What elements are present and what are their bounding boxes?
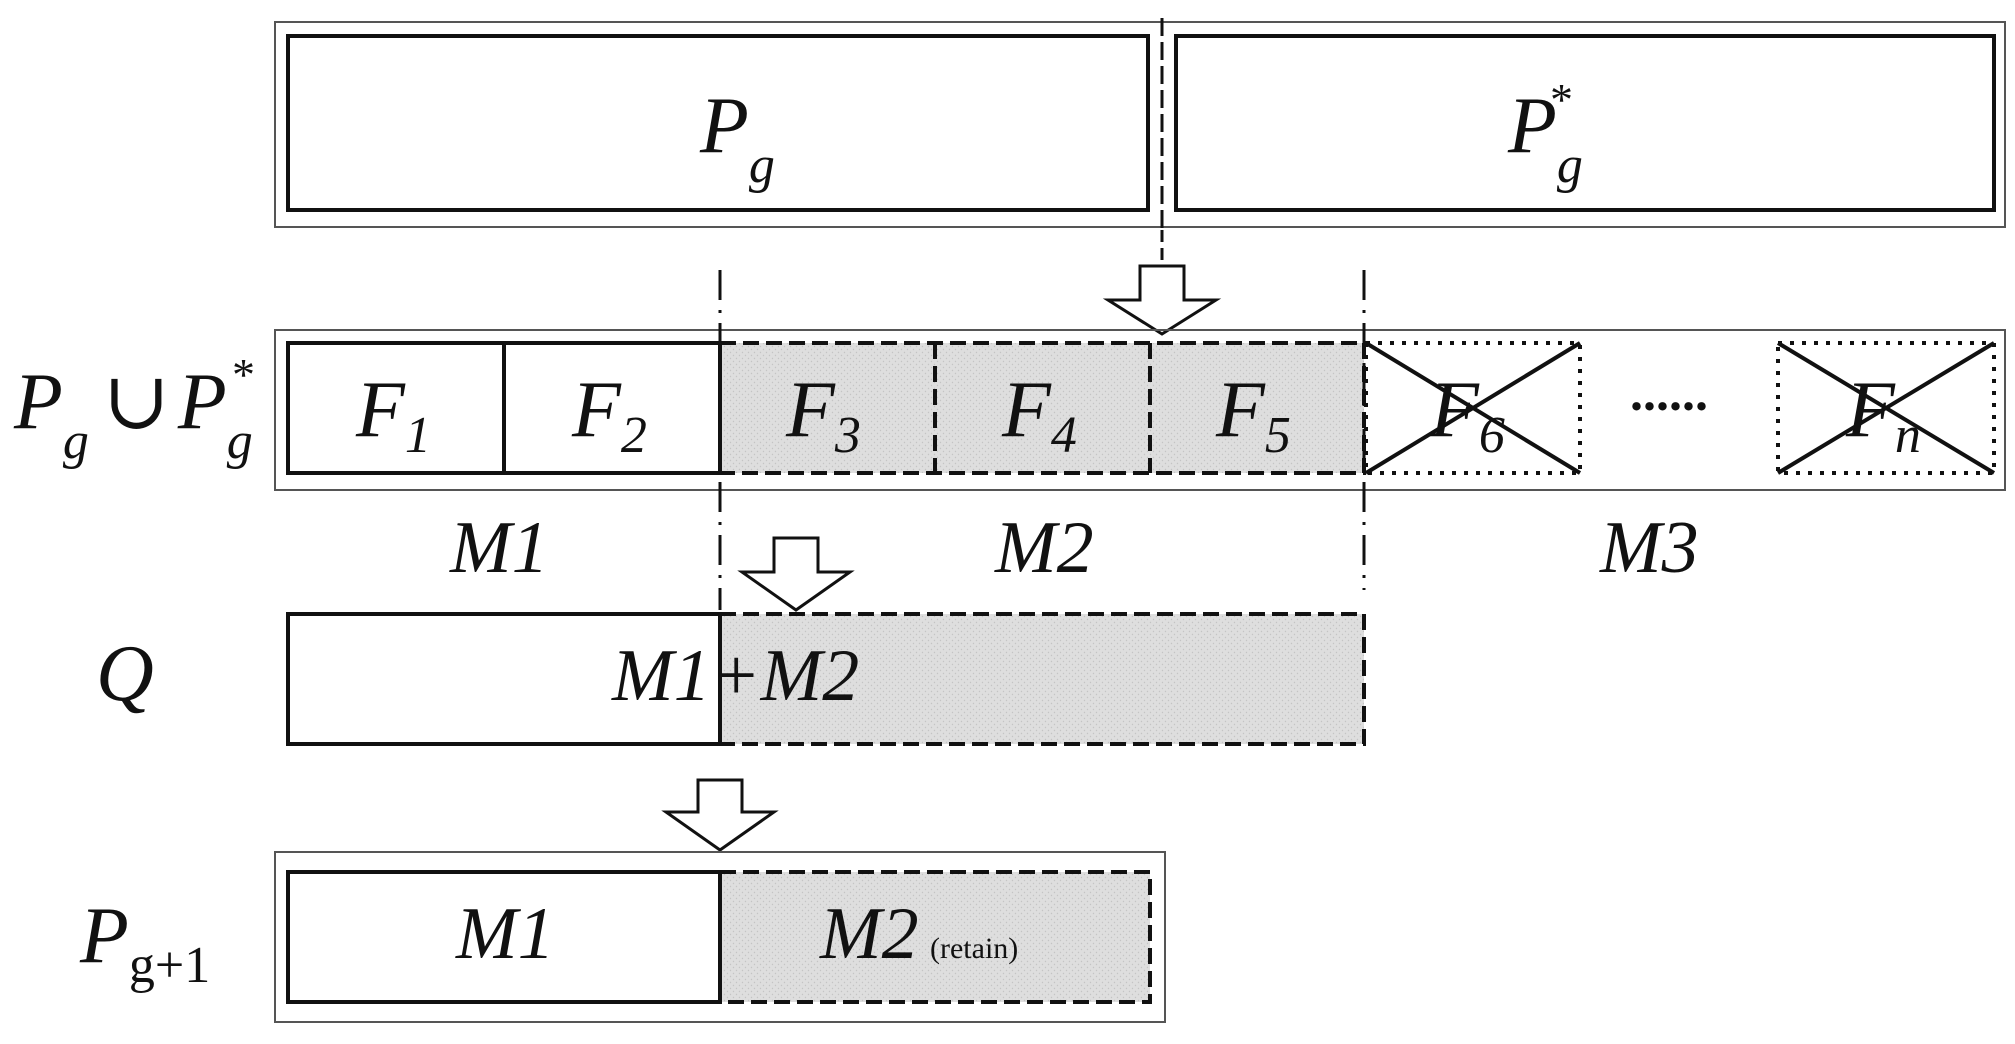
f6-cross-icon [1364,341,1582,475]
f6-dotted-box [1364,341,1582,475]
cell-f5: F5 [1215,366,1291,464]
pg-star-asterisk: * [1550,74,1573,125]
ellipsis: ...... [1630,365,1708,422]
next-m2-label: M2 [819,893,919,975]
next-shaded-region [718,870,1152,1004]
next-row-frame [274,851,1166,1023]
group-m2-label: M2 [994,507,1094,589]
cell-f6: F6 [1429,366,1505,464]
cell-f4: F4 [1001,366,1077,464]
top-row-frame [274,21,2006,228]
q-label: Q [96,630,154,718]
group-m1-label: M1 [449,507,549,589]
pg-star-box [1174,34,1996,212]
q-row: Q M1+M2 [96,612,1366,746]
fn-cross-icon [1776,341,1996,475]
cell-f1: F1 [355,366,431,464]
next-pop-label: Pg+1 [79,892,210,994]
pg-star-label: Pg [1507,82,1583,194]
down-arrow-icon [661,778,779,852]
q-solid-region [286,612,722,746]
fn-dotted-box [1776,341,1996,475]
q-content: M1+M2 [611,635,859,717]
cell-f3: F3 [785,366,861,464]
union-asterisk: * [232,349,255,400]
top-population-row: Pg Pg * [274,18,2006,230]
down-arrow-icon [1102,230,1222,336]
next-m1-label: M1 [455,893,555,975]
pg-box [286,34,1150,212]
cell-f2: F2 [571,366,647,464]
cell-fn: Fn [1845,366,1921,464]
down-arrow-icon [737,536,855,612]
next-population-row: Pg+1 M1 M2 (retain) [79,851,1166,1023]
next-solid-region [286,870,722,1004]
union-row-frame [274,329,2006,491]
union-row: Pg∪Pg * F1 F2 F3 F4 F5 F6 Fn ...... [13,270,2006,610]
retain-note: (retain) [930,932,1018,965]
union-label: Pg∪Pg [13,358,253,470]
pg-label: Pg [699,82,775,194]
group-m3-label: M3 [1599,507,1699,589]
